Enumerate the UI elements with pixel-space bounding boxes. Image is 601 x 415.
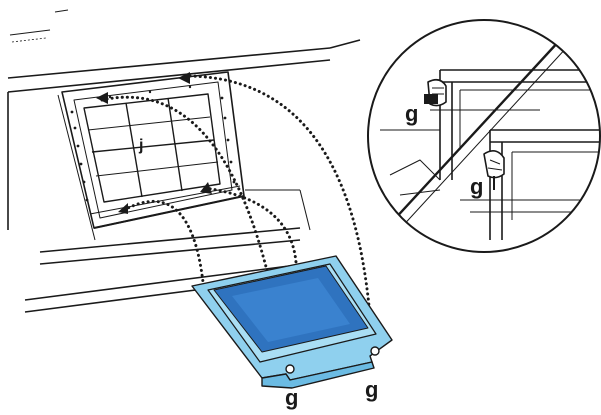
clip-label-right: g <box>365 377 378 402</box>
filter-clip-left <box>285 364 295 374</box>
grid-label: j <box>138 137 143 154</box>
filter-recess <box>61 71 245 229</box>
magnifier-circle <box>367 19 601 253</box>
filter-clip-right <box>370 346 380 356</box>
grease-filter <box>191 255 393 389</box>
detail-clip-label-lower: g <box>470 174 483 199</box>
detail-clip-label-upper: g <box>405 101 418 126</box>
clip-label-left: g <box>285 385 298 410</box>
dotted-motion-path <box>100 74 374 362</box>
